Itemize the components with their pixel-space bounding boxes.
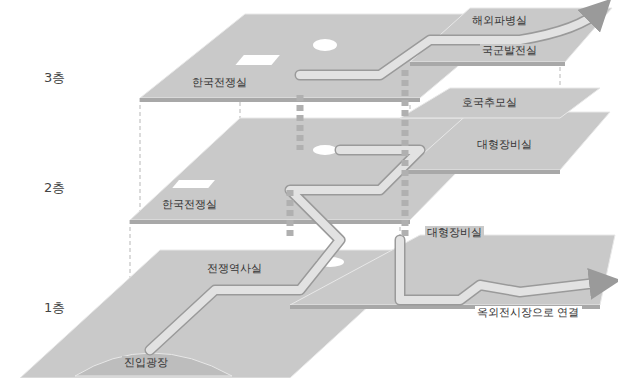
room-label: 대형장비실 (425, 226, 484, 239)
room-label: 해외파병실 (470, 14, 529, 27)
room-label: 호국추모실 (460, 96, 519, 109)
room-label: 국군발전실 (480, 44, 539, 57)
room-label: 한국전쟁실 (190, 76, 249, 89)
plaza-label: 진입광장 (122, 356, 170, 369)
room-label: 전쟁역사실 (205, 262, 264, 275)
floor-label: 1층 (42, 300, 67, 316)
floor-label: 3층 (42, 70, 67, 86)
connection-note: 옥외전시장으로 연결 (475, 306, 582, 319)
room-label: 한국전쟁실 (160, 198, 219, 211)
floor-label: 2층 (42, 180, 67, 196)
room-label: 대형장비실 (475, 138, 534, 151)
